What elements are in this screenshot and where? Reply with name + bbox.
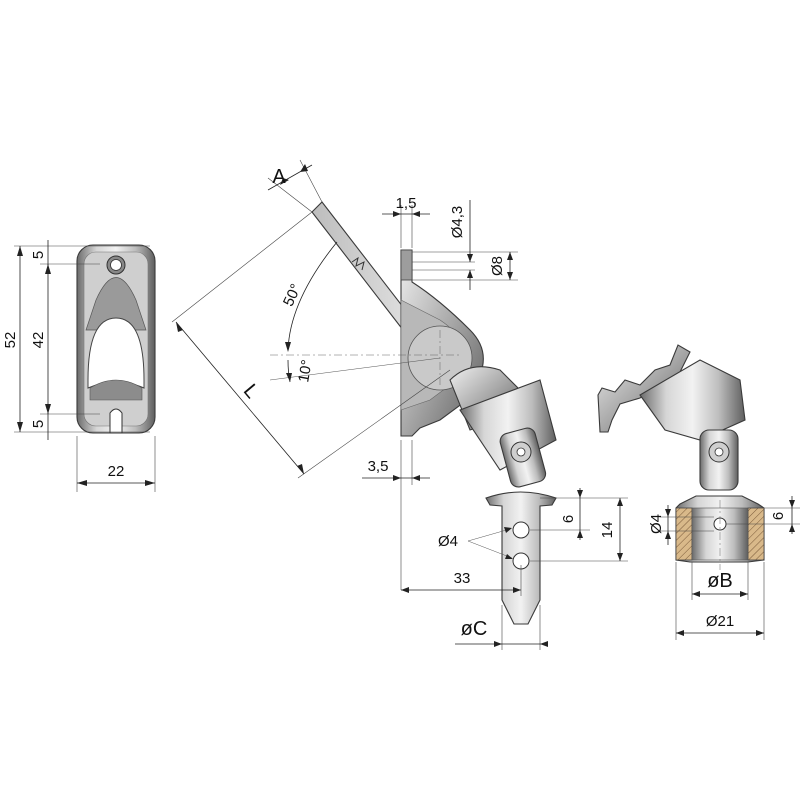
dim-thickness: A [272,166,286,188]
angle-up: 50° [280,281,305,309]
socket-dim-outer: Ø21 [706,613,734,630]
dim-top: 5 [30,251,47,259]
dim-plate: 1,5 [396,195,417,212]
socket-dim-bore: øB [707,570,733,592]
dim-pin-dia: øC [461,618,488,640]
front-view: 52 5 42 5 22 [2,240,156,492]
swivel-joint [449,366,557,488]
dim-hole: Ø4,3 [449,206,466,239]
dim-pin-holes: Ø4 [438,533,458,550]
dim-bottom: 5 [30,420,47,428]
bracket-front-part [76,244,156,434]
dim-pin-reach: 33 [454,570,471,587]
dim-overall-height: 52 [2,332,19,349]
bottom-slot [109,408,123,434]
dim-hole-span: 14 [599,522,616,539]
dim-boss: Ø8 [489,256,506,276]
socket-dim-hole-pos: 6 [770,512,787,520]
socket-swivel-part [597,344,746,491]
dim-middle: 42 [30,332,47,349]
socket-dim-hole: Ø4 [648,514,665,534]
angle-down: 10° [295,358,316,383]
dim-length: L [239,380,263,403]
side-view: A L 50° 10° 1,5 Ø4,3 Ø8 [171,159,628,650]
pin-part [485,491,557,625]
dim-width: 22 [108,463,125,480]
dim-offset: 3,5 [368,458,389,475]
socket-view: Ø4 6 øB Ø21 [597,344,800,640]
socket-body [675,495,765,570]
dim-hole-spacing: 6 [560,515,577,523]
